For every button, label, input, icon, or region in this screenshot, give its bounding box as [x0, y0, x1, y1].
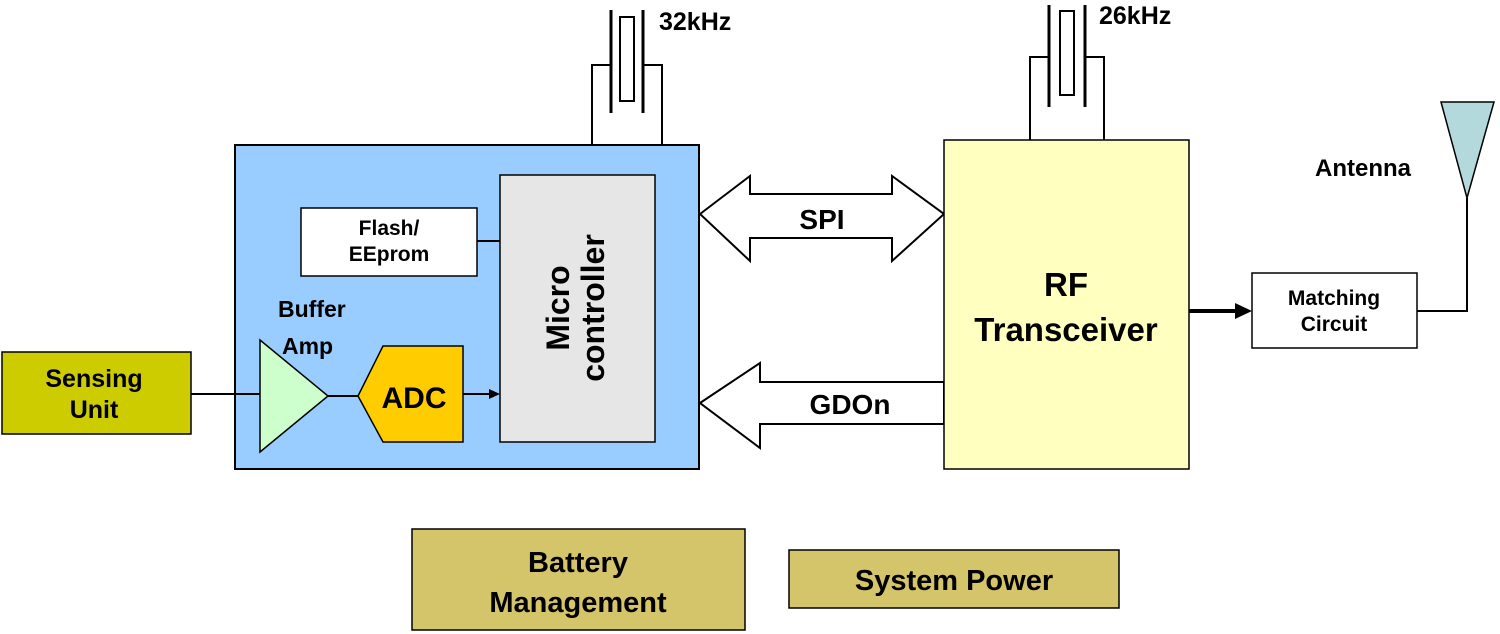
- rf-to-matching-arrow: [1189, 303, 1252, 319]
- battery-management-label-line2: Management: [489, 587, 667, 619]
- battery-management-block: Battery Management: [411, 528, 746, 631]
- spi-arrow: SPI: [698, 173, 946, 264]
- buffer-amp: Buffer Amp: [259, 296, 346, 454]
- flash-label-line1: Flash/: [359, 217, 420, 240]
- microcontroller-label-line2: controller: [575, 234, 611, 382]
- buffer-amp-label-line2: Amp: [282, 333, 333, 359]
- adc-to-mcu-arrow: [463, 389, 500, 399]
- spi-label: SPI: [799, 204, 844, 235]
- matching-circuit-block: Matching Circuit: [1251, 272, 1418, 349]
- flash-eeprom-block: Flash/ EEprom: [300, 207, 478, 277]
- rf-transceiver-block: RF Transceiver: [943, 139, 1190, 470]
- microcontroller-label-line1: Micro: [540, 265, 576, 350]
- antenna-icon: [1440, 101, 1495, 201]
- adc-label: ADC: [382, 382, 447, 415]
- battery-management-label-line1: Battery: [528, 547, 628, 579]
- rf-transceiver-label-line1: RF: [1044, 266, 1088, 303]
- crystal-26khz: 26kHz: [1029, 2, 1171, 140]
- adc-block: ADC: [357, 345, 464, 443]
- flash-label-line2: EEprom: [349, 243, 430, 266]
- system-power-block: System Power: [788, 549, 1120, 609]
- gdo-arrow: GDOn: [698, 361, 945, 450]
- gdo-label: GDOn: [810, 389, 891, 420]
- crystal-32khz-label: 32kHz: [659, 8, 731, 36]
- rf-transceiver-label-line2: Transceiver: [974, 311, 1158, 348]
- antenna-label: Antenna: [1315, 155, 1412, 182]
- microcontroller-block: Micro controller: [499, 174, 656, 443]
- sensing-unit-label-line2: Unit: [70, 396, 119, 424]
- buffer-amp-label-line1: Buffer: [278, 296, 346, 322]
- sensing-unit-label-line1: Sensing: [45, 365, 142, 393]
- crystal-26khz-label: 26kHz: [1099, 2, 1171, 30]
- antenna: Antenna: [1315, 101, 1495, 312]
- sensing-unit-block: Sensing Unit: [1, 351, 192, 435]
- system-power-label: System Power: [855, 565, 1053, 597]
- matching-circuit-label-line2: Circuit: [1301, 313, 1368, 336]
- matching-circuit-label-line1: Matching: [1288, 287, 1380, 310]
- crystal-32khz: 32kHz: [591, 8, 731, 145]
